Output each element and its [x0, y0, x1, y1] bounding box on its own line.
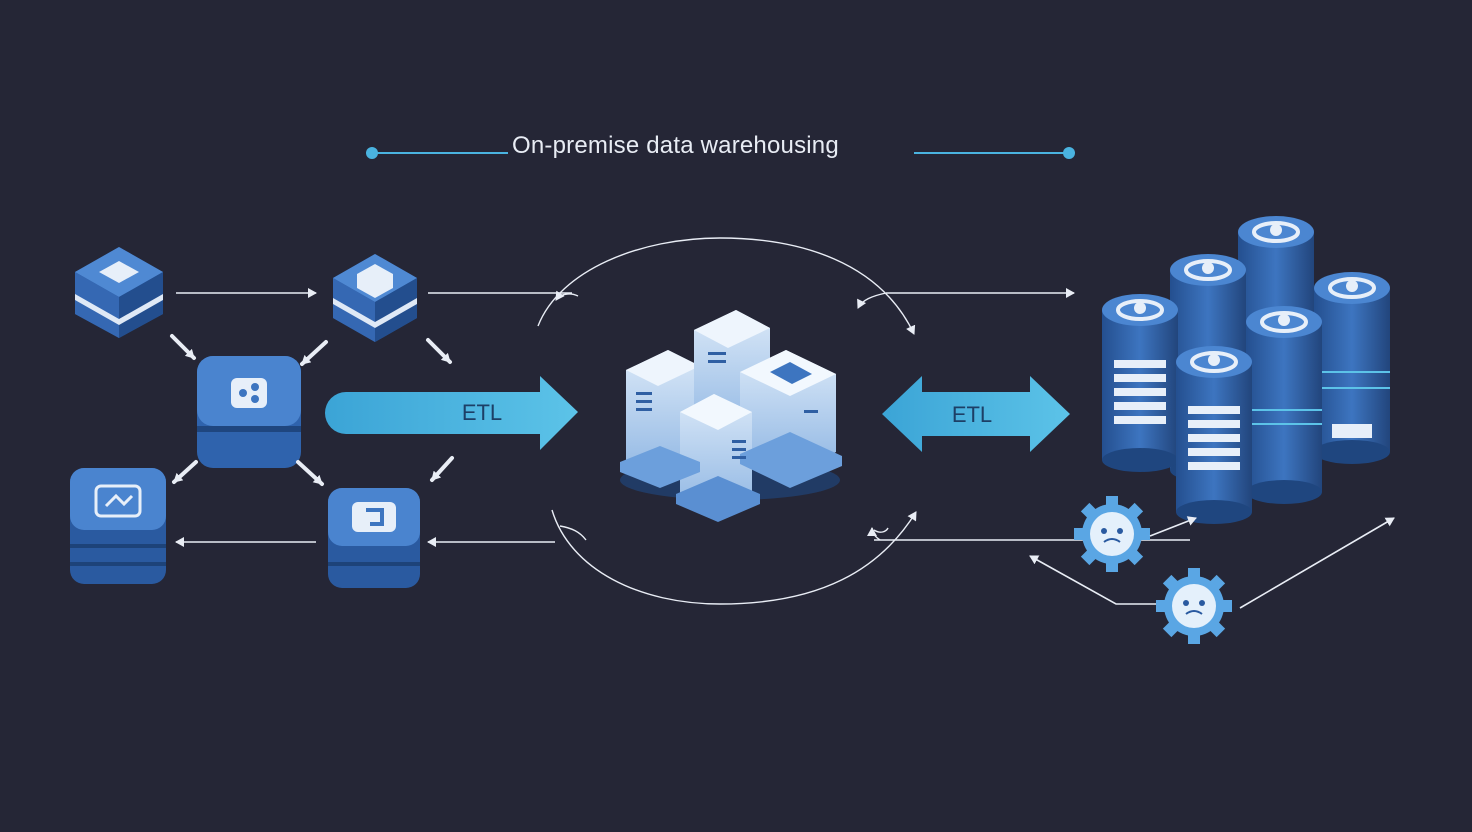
cylinder-front-left — [1102, 294, 1178, 472]
right-connectors — [1029, 516, 1395, 609]
diagram-title: On-premise data warehousing — [512, 132, 839, 159]
title-decoration — [366, 147, 1075, 159]
etl-arrow-right: ETL — [882, 376, 1070, 452]
etl-label-left: ETL — [462, 400, 502, 425]
cylinder-middle-right — [1246, 306, 1322, 504]
etl-arrow-left: ETL — [325, 376, 578, 450]
source-node-bottom-left — [70, 468, 166, 584]
storage-cluster — [1102, 216, 1390, 524]
cylinder-front-center — [1176, 346, 1252, 524]
source-node-top-middle — [333, 254, 417, 342]
left-connectors — [175, 288, 572, 547]
source-node-hub — [197, 356, 301, 468]
cylinder-far-right — [1314, 272, 1390, 464]
left-diagonal-arrows — [170, 334, 454, 486]
warehouse-cluster — [620, 310, 842, 522]
gear-icon-2 — [1156, 568, 1232, 644]
etl-label-right: ETL — [952, 402, 992, 427]
gear-icon — [1074, 496, 1150, 572]
source-node-top-left — [75, 247, 163, 338]
source-node-bottom-middle — [328, 488, 420, 588]
